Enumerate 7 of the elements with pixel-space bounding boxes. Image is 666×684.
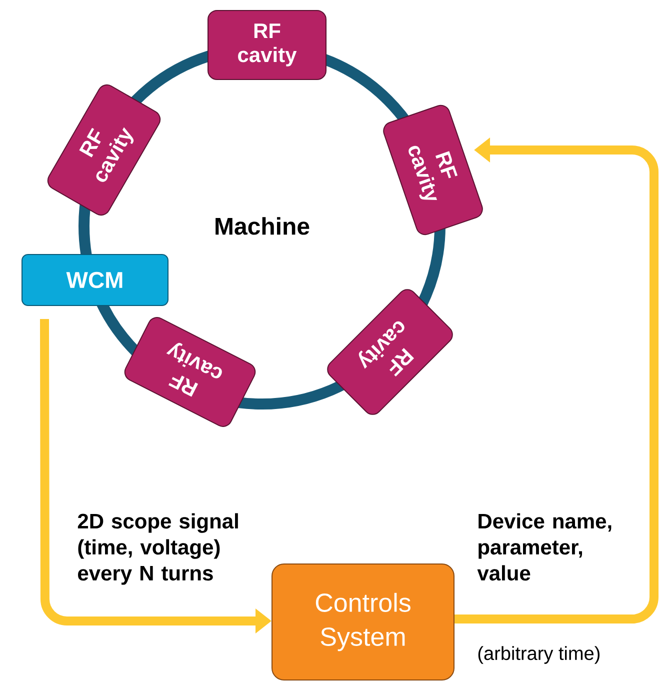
rf-cavity-box: RF cavity bbox=[383, 104, 483, 236]
wcm-box: WCM bbox=[22, 254, 168, 306]
edge-label: Device name, parameter, value bbox=[476, 512, 630, 582]
rf-cavity-box: RF cavity bbox=[208, 10, 326, 80]
controls-system-box: Controls System bbox=[272, 564, 454, 680]
edge-label: 2D scope signal (time, voltage) every N turns bbox=[76, 512, 248, 586]
note-text: (arbitrary time) bbox=[478, 646, 600, 664]
